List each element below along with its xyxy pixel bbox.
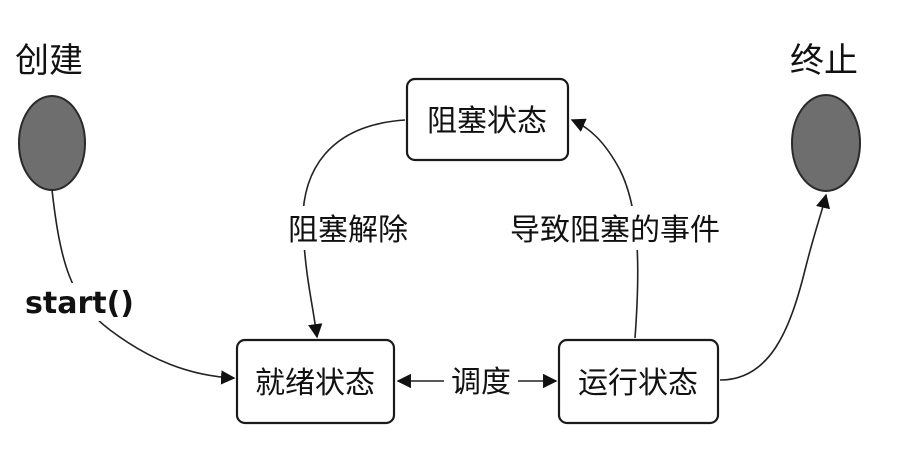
edge-block-label: 导致阻塞的事件 [510, 213, 720, 248]
edge-start-to-ready [51, 189, 236, 385]
edge-running-to-blocked [570, 118, 639, 339]
end-node-label: 终止 [790, 41, 858, 81]
edge-block-label-bg [498, 206, 733, 250]
edge-schedule-label: 调度 [451, 365, 511, 400]
edge-unblock-label-bg [278, 206, 418, 250]
start-node-circle [18, 95, 86, 191]
edge-start-label: start() [25, 286, 134, 321]
ready-state-label: 就绪状态 [255, 366, 375, 401]
edge-unblock-label: 阻塞解除 [288, 213, 408, 248]
end-node-circle [791, 94, 861, 192]
edge-running-to-end [719, 193, 831, 381]
edge-start-label-bg [20, 283, 120, 321]
running-state-box [557, 338, 720, 425]
blocked-state-label: 阻塞状态 [427, 104, 547, 139]
ready-state-box [235, 338, 396, 425]
start-node-label: 创建 [15, 41, 83, 81]
blocked-state-box [405, 77, 570, 162]
running-state-label: 运行状态 [578, 366, 698, 401]
